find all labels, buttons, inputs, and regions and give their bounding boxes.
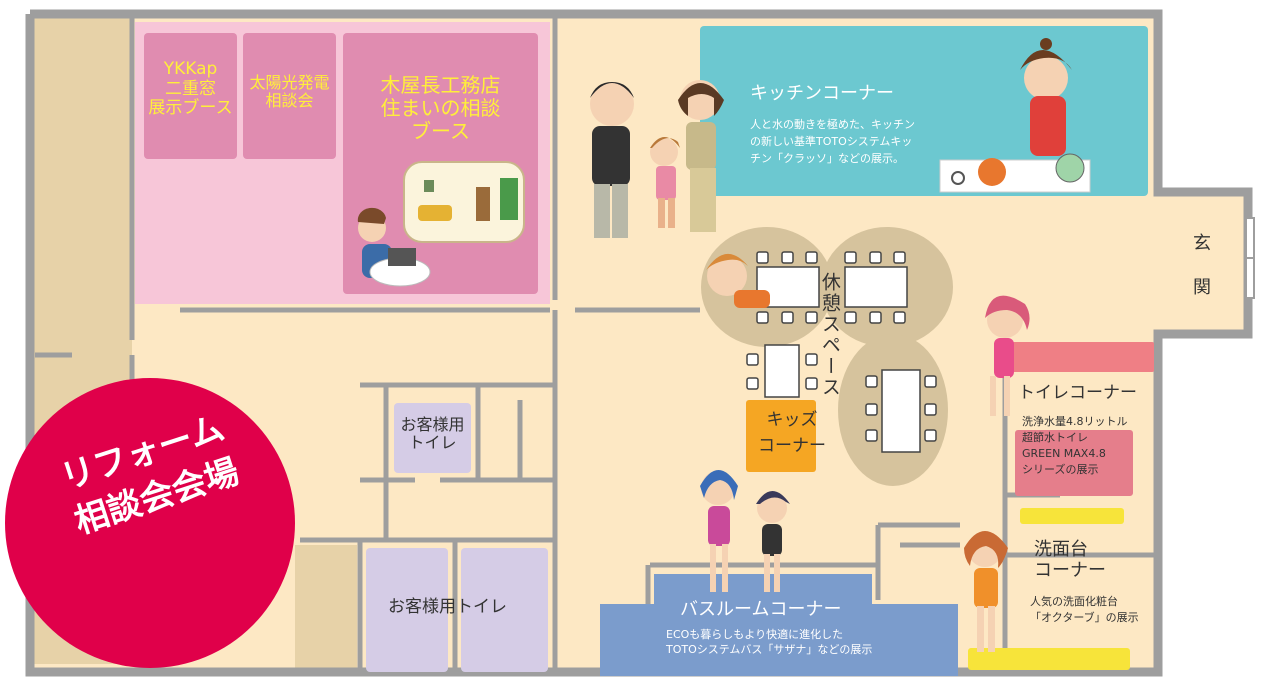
entrance-label-1: 玄 <box>1193 233 1211 254</box>
bathroom-corner <box>600 574 958 676</box>
event-badge <box>5 378 295 668</box>
toilet-corner-title: トイレコーナー <box>1018 383 1137 403</box>
washbasin-bar-top <box>1020 508 1124 524</box>
kids-corner-label: キッズ コーナー <box>758 410 826 456</box>
guest-toilet-small-label: お客様用 トイレ <box>400 415 465 453</box>
family-illustration <box>590 80 724 238</box>
kitchen-description: 人と水の動きを極めた、キッチン の新しい基準TOTOシステムキッ チン「クラッソ… <box>750 118 915 166</box>
chairs <box>746 251 937 442</box>
ykkap-booth-label: YKKap 二重窓 展示ブース <box>148 59 233 119</box>
entrance-label-2: 関 <box>1193 277 1211 298</box>
toilet-corner-bar <box>1012 342 1154 372</box>
chef-illustration <box>1024 56 1068 100</box>
bathroom-corner-title: バスルームコーナー <box>680 599 842 620</box>
toilet-corner-box <box>1015 430 1133 496</box>
bath-women-illustration <box>700 470 790 592</box>
interior-walls <box>35 14 1160 672</box>
washbasin-corner-description: 人気の洗面化粧台 「オクターブ」の展示 <box>1030 595 1139 624</box>
ykkap-booth <box>144 33 237 159</box>
solar-booth-label: 太陽光発電 相談会 <box>249 73 330 111</box>
toilet-corner-description: 洗浄水量4.8リットル 超節水トイレ GREEN MAX4.8 シリーズの展示 <box>1022 415 1128 476</box>
closet-zone <box>295 545 357 672</box>
washbasin-corner-title: 洗面台 コーナー <box>1034 539 1106 581</box>
child-illustration <box>706 253 770 308</box>
kitchen-title: キッチンコーナー <box>750 83 894 104</box>
bathroom-corner-description: ECOも暮らしもより快適に進化した TOTOシステムバス「サザナ」などの展示 <box>666 628 873 656</box>
kiyacho-booth-label: 木屋長工務店 住まいの相談 ブース <box>380 73 501 143</box>
kids-corner <box>746 400 816 472</box>
rest-space-label: 休憩スペース <box>818 272 841 398</box>
washbasin-bar-bottom <box>968 648 1130 670</box>
guest-toilet-right <box>461 548 548 672</box>
guest-toilet-large-label: お客様用トイレ <box>388 597 507 617</box>
guest-toilet-small <box>394 403 471 473</box>
washbasin-woman-illustration <box>964 531 1008 652</box>
toilet-woman-illustration <box>985 295 1030 416</box>
solar-booth <box>243 33 336 159</box>
guest-toilet-left <box>366 548 448 672</box>
